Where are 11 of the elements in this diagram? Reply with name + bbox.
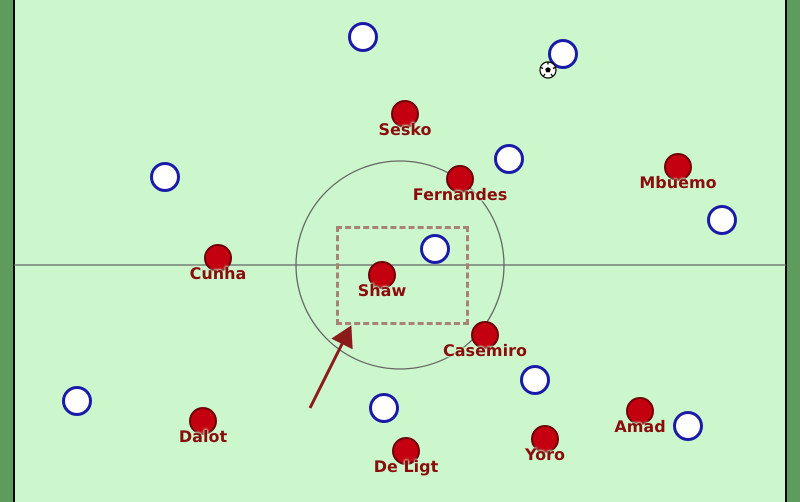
arrow — [308, 325, 353, 409]
player-name: Cunha — [188, 264, 248, 284]
player-name: De Ligt — [372, 457, 440, 477]
football-icon — [539, 61, 557, 79]
highlight-box — [336, 226, 469, 325]
player-name: Amad — [613, 417, 667, 437]
player-name: Dalot — [178, 427, 228, 447]
player-name: Shaw — [356, 281, 408, 301]
player-name: Mbuemo — [638, 173, 718, 193]
player-name: Sesko — [377, 120, 433, 140]
player-name: Yoro — [524, 445, 566, 465]
